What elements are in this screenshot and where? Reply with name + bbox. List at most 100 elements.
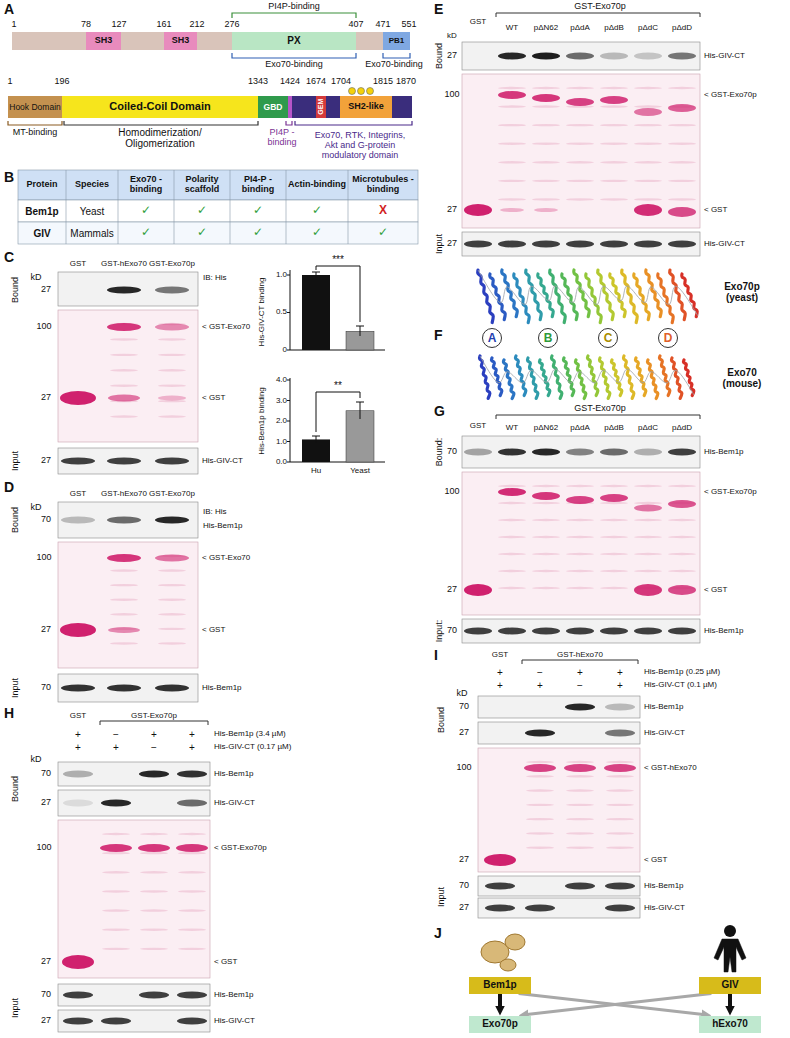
gel-band: [485, 905, 515, 912]
marker-size: 27: [41, 798, 51, 808]
gel-band: [526, 761, 554, 763]
gel-band: [158, 642, 186, 644]
ponceau-stain: [462, 74, 700, 228]
lane-label: pΔdA: [570, 24, 590, 33]
axis-tick: 0: [283, 346, 287, 355]
gel-band: [140, 852, 168, 854]
gel-band: [498, 91, 526, 99]
gel-band: [606, 775, 634, 777]
band-label: IB: His: [203, 274, 227, 283]
structure-label: Exo70p (yeast): [707, 281, 777, 303]
gel-band: [498, 105, 526, 107]
gel-band: [605, 730, 635, 737]
marker-size: 27: [447, 239, 457, 249]
marker-size: 70: [459, 702, 469, 712]
phospho-site: [367, 88, 374, 95]
lane-label: pΔdD: [672, 24, 692, 33]
protein-helix: [683, 360, 693, 396]
gel-band: [532, 553, 560, 555]
gel-band: [634, 161, 662, 163]
lane-label: GST: [492, 651, 508, 660]
protein-helix: [634, 274, 650, 320]
gel-band: [498, 502, 526, 504]
gel-band: [464, 449, 492, 456]
protein-helix: [647, 360, 657, 398]
band-label: His-GIV-CT (0.1 µM): [644, 681, 717, 690]
check-mark: ✓: [312, 226, 322, 239]
gel-band: [600, 628, 628, 635]
domain-box: Hook Domain: [8, 96, 62, 118]
gel-band: [155, 324, 189, 331]
band-label: His-GIV-CT: [202, 457, 243, 466]
domain-stripe: [288, 96, 292, 118]
lane-label: GST: [70, 712, 86, 721]
gel-band: [532, 87, 560, 89]
residue-number: 1815: [373, 77, 393, 87]
gel-band: [532, 180, 560, 182]
table-cell: Mammals: [70, 228, 113, 239]
marker-size: 100: [444, 487, 459, 497]
marker-size: 27: [459, 855, 469, 865]
ponceau-stain: [58, 820, 210, 978]
gel-band: [498, 449, 526, 456]
marker-size: 70: [447, 447, 457, 457]
gel-band: [634, 505, 662, 512]
error-bar: [312, 402, 364, 443]
protein-helix: [490, 274, 506, 320]
protein-coil: [480, 356, 694, 395]
gel-band: [532, 124, 560, 126]
gel-band: [498, 570, 526, 572]
lane-label: WT: [506, 24, 518, 33]
marker-size: kD: [31, 755, 42, 765]
gel-band: [139, 992, 169, 999]
gel-band: [108, 395, 140, 402]
protein-helix: [527, 358, 537, 398]
significance-mark: **: [334, 380, 342, 391]
axis-tick: [287, 380, 290, 462]
gel-band: [566, 628, 594, 635]
gel-band: [565, 704, 595, 711]
gel-band: [606, 761, 634, 763]
gel-band: [605, 905, 635, 912]
marker-size: 27: [447, 585, 457, 595]
blot-side-label: Input: [11, 451, 21, 471]
chart-axis: [290, 378, 385, 462]
gel-band: [140, 929, 168, 931]
gel-band: [498, 485, 526, 487]
lane-label: pΔdB: [604, 24, 624, 33]
significance-bracket: [316, 266, 360, 322]
gel-band: [110, 613, 138, 615]
residue-number: 1870: [396, 77, 416, 87]
gel-band: [606, 789, 634, 791]
lane-label: pΔN62: [534, 424, 558, 433]
protein-box: Exo70p: [469, 1016, 531, 1033]
gel-band: [102, 871, 130, 873]
axis-tick: 1.0: [276, 271, 287, 280]
blot-side-label: Bound: [435, 43, 445, 69]
protein-helix: [479, 356, 489, 398]
gel-band: [634, 570, 662, 572]
gel-band: [600, 53, 628, 60]
gel-band: [140, 890, 168, 892]
lane-label: pΔdB: [604, 424, 624, 433]
gel-band: [140, 948, 168, 950]
gel-band: [566, 180, 594, 182]
check-mark: ✓: [312, 204, 322, 217]
domain-box: SH2-like: [340, 96, 392, 118]
domain-note: Homodimerization/ Oligomerization: [100, 127, 220, 149]
gel-band: [668, 449, 696, 456]
gel-band: [158, 613, 186, 615]
marker-size: kD: [447, 32, 457, 41]
plus-minus: +: [617, 680, 623, 691]
lane-label: pΔN62: [534, 24, 558, 33]
gel-band: [63, 1018, 93, 1025]
node-text: Bem1p: [483, 980, 516, 991]
domain-note: PI4P -binding: [262, 128, 302, 148]
gel-band: [61, 685, 95, 692]
gel-band: [668, 536, 696, 538]
domain-box: GBD: [258, 96, 288, 118]
bracket-line: [286, 121, 292, 125]
node-text: Exo70p: [482, 1019, 518, 1030]
table-header: Actin-binding: [287, 180, 347, 190]
table-header: Exo70 -binding: [119, 175, 173, 195]
